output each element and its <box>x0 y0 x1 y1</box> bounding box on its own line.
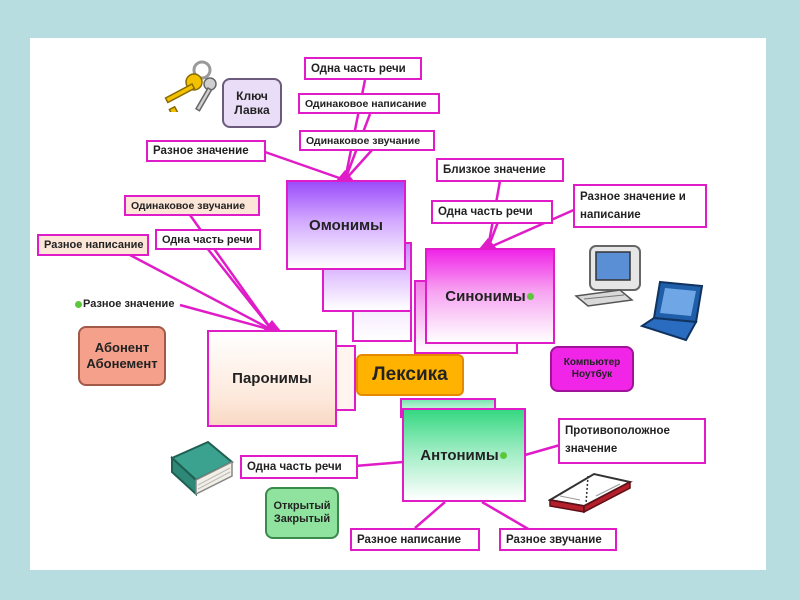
antonyms-label: Антонимы <box>420 446 499 464</box>
book-icon <box>170 440 234 497</box>
example-word-subscription: Абонемент <box>86 356 158 371</box>
homonyms-same-spelling: Одинаковое написание <box>298 93 440 114</box>
synonyms-example-note: Компьютер Ноутбук <box>550 346 634 392</box>
paronyms-different-meaning: Разное значение <box>74 294 182 314</box>
desktop-computer-icon <box>574 245 641 307</box>
homonyms-label: Омонимы <box>309 216 383 234</box>
synonyms-one-part-of-speech: Одна часть речи <box>431 200 553 224</box>
homonyms-one-part-of-speech: Одна часть речи <box>304 57 422 80</box>
laptop-icon <box>640 280 704 342</box>
green-dot-icon <box>75 300 82 308</box>
paronyms-example-note: Абонент Абонемент <box>78 326 166 386</box>
keys-icon <box>164 60 217 112</box>
synonyms-close-meaning: Близкое значение <box>436 158 564 182</box>
synonyms-box: Синонимы <box>425 248 555 344</box>
homonyms-box: Омонимы <box>286 180 406 270</box>
antonyms-example-note: Открытый Закрытый <box>265 487 339 539</box>
homonyms-example-note: Ключ Лавка <box>222 78 282 128</box>
example-word-open: Открытый <box>273 499 331 512</box>
green-dot-icon <box>499 451 507 459</box>
synonyms-different-meaning-and-spelling: Разное значение и написание <box>573 184 707 228</box>
homonyms-different-meaning: Разное значение <box>146 140 266 162</box>
green-dot-icon <box>526 292 534 300</box>
example-word-computer: Компьютер <box>563 357 621 368</box>
lexicon-label: Лексика <box>372 363 448 385</box>
example-word-key: Ключ <box>236 88 268 103</box>
paronyms-different-meaning-text: Разное значение <box>83 298 175 310</box>
paronyms-label: Паронимы <box>232 370 312 387</box>
paronyms-panel-shadow <box>334 345 356 411</box>
paronyms-box: Паронимы <box>207 330 337 427</box>
antonyms-opposite-meaning: Противоположное значение <box>558 418 706 464</box>
lexicon-center-box: Лексика <box>356 354 464 396</box>
paronyms-different-spelling: Разное написание <box>37 234 149 256</box>
synonyms-label: Синонимы <box>445 287 526 305</box>
example-word-closed: Закрытый <box>273 513 331 525</box>
example-word-bench: Лавка <box>234 103 270 117</box>
homonyms-same-sound: Одинаковое звучание <box>299 130 435 151</box>
antonyms-different-spelling: Разное написание <box>350 528 480 551</box>
open-notebook-icon <box>548 472 633 514</box>
paronyms-same-sound: Одинаковое звучание <box>124 195 260 216</box>
antonyms-box: Антонимы <box>402 408 526 502</box>
antonyms-one-part-of-speech: Одна часть речи <box>240 455 358 479</box>
antonyms-different-sound: Разное звучание <box>499 528 617 551</box>
paronyms-one-part-of-speech: Одна часть речи <box>155 229 261 250</box>
example-word-notebook: Ноутбук <box>571 369 613 380</box>
example-word-subscriber: Абонент <box>94 340 150 356</box>
